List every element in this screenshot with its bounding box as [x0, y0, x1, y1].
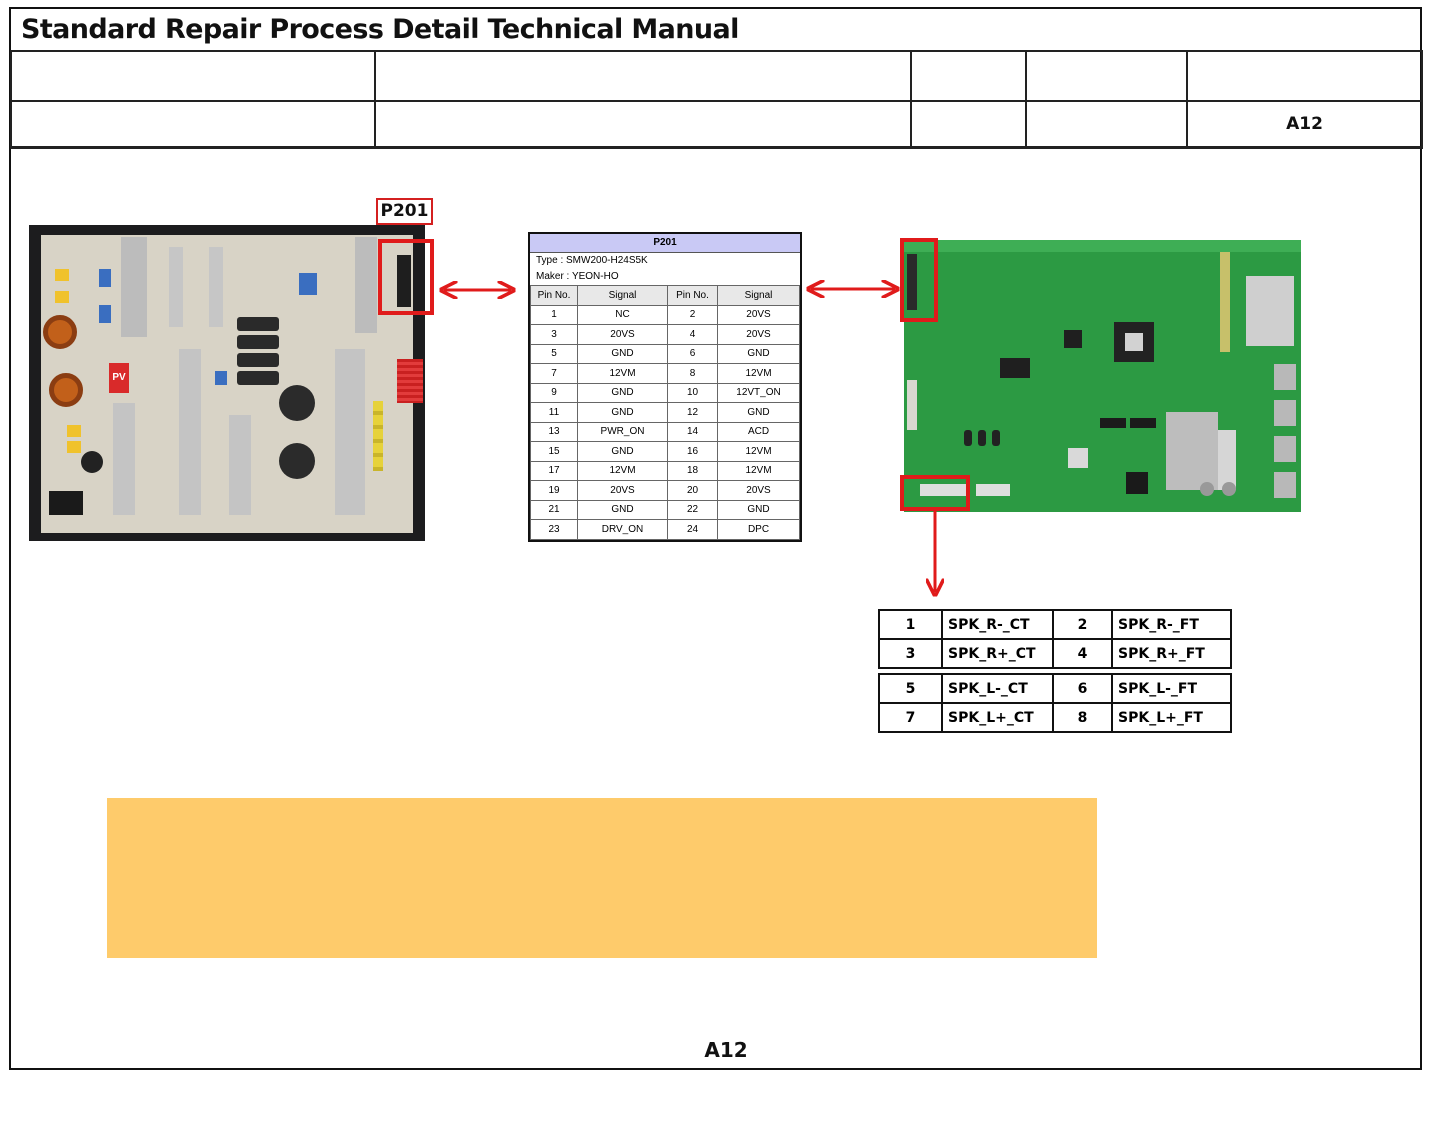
pin-number: 4 [1052, 638, 1113, 669]
speaker-connector-highlight [900, 475, 970, 511]
header-cell [10, 100, 376, 149]
header-cell [374, 50, 912, 102]
header-cell [1186, 50, 1423, 102]
header-cell [1025, 100, 1188, 149]
pin-signal: SPK_R+_CT [941, 638, 1054, 669]
column-header: Signal [577, 285, 668, 306]
note-box [107, 798, 1097, 958]
p201-label: P201 [376, 198, 433, 225]
pin-signal: SPK_R-_FT [1111, 609, 1232, 640]
pin-number: 8 [1052, 702, 1113, 733]
table-row: 1 SPK_R-_CT 2 SPK_R-_FT [878, 609, 1232, 640]
page-frame [9, 7, 1422, 1070]
p201-highlight-box [378, 239, 434, 315]
pin-signal: SPK_R-_CT [941, 609, 1054, 640]
pin-signal: SPK_R+_FT [1111, 638, 1232, 669]
column-header: Signal [717, 285, 800, 306]
pin-number: 2 [1052, 609, 1113, 640]
connector-pin-table: P201 Type : SMW200-H24S5K Maker : YEON-H… [528, 232, 802, 542]
table-row: 7 SPK_L+_CT 8 SPK_L+_FT [878, 702, 1232, 733]
table-row: 5 SPK_L-_CT 6 SPK_L-_FT [878, 673, 1232, 704]
pin-signal: SPK_L-_CT [941, 673, 1054, 704]
pv-tag: PV [109, 363, 129, 393]
pin-signal: SPK_L+_CT [941, 702, 1054, 733]
pin-number: 6 [1052, 673, 1113, 704]
connector-maker: Maker : YEON-HO [536, 271, 619, 282]
header-cell [10, 50, 376, 102]
table-row: 3 SPK_R+_CT 4 SPK_R+_FT [878, 638, 1232, 669]
header-cell [910, 50, 1027, 102]
pin-signal: GND [717, 499, 800, 520]
pin-number: 5 [878, 673, 943, 704]
header-cell [374, 100, 912, 149]
pin-signal: DPC [717, 519, 800, 540]
header-cell [910, 100, 1027, 149]
footer-code: A12 [704, 1038, 748, 1062]
document-title: Standard Repair Process Detail Technical… [21, 14, 739, 45]
power-board-image: PV [29, 225, 425, 541]
speaker-pin-table-top: 1 SPK_R-_CT 2 SPK_R-_FT 3 SPK_R+_CT 4 SP… [878, 609, 1232, 669]
header-cell [1025, 50, 1188, 102]
header-grid: A12 [10, 50, 1423, 149]
main-board-image [904, 240, 1301, 512]
header-code: A12 [1186, 100, 1423, 149]
pin-signal: SPK_L+_FT [1111, 702, 1232, 733]
speaker-pin-table-bottom: 5 SPK_L-_CT 6 SPK_L-_FT 7 SPK_L+_CT 8 SP… [878, 673, 1232, 733]
main-board-p201-highlight [900, 238, 938, 322]
pin-signal: SPK_L-_FT [1111, 673, 1232, 704]
connector-table-title: P201 [530, 234, 800, 253]
pin-number: 3 [878, 638, 943, 669]
pin-signal: DRV_ON [577, 519, 668, 540]
pin-number: 7 [878, 702, 943, 733]
connector-type: Type : SMW200-H24S5K [536, 255, 648, 266]
column-header: Pin No. [667, 285, 718, 306]
pin-number: 1 [878, 609, 943, 640]
